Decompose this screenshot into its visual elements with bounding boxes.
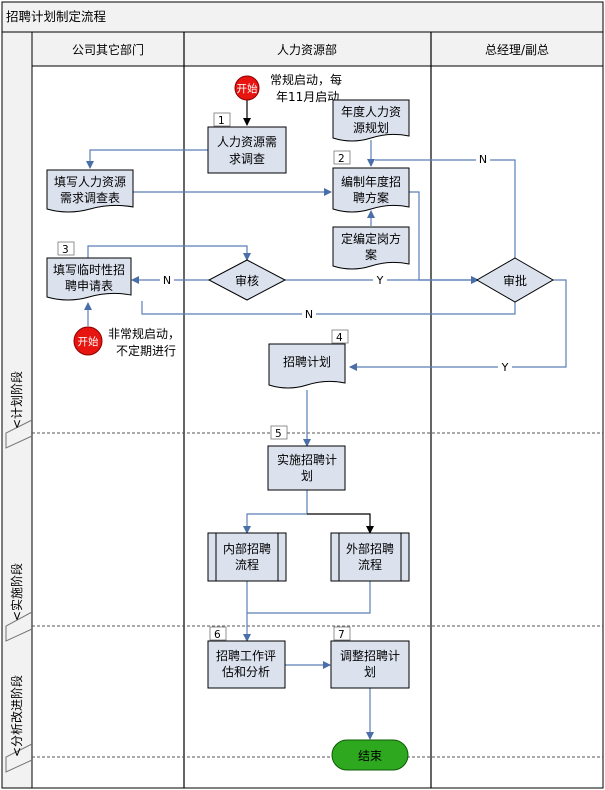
document-annual-recruit-plan: [332, 167, 410, 213]
start-main-note-1: 常规启动，每: [270, 72, 342, 87]
external-line1: 外部招聘: [346, 541, 394, 556]
subprocess-external: [330, 532, 410, 582]
box7-line1: 调整招聘计: [340, 648, 400, 663]
step-number-5: [270, 425, 288, 440]
step-number-2: [333, 150, 351, 165]
decision-approve-label: 审批: [503, 273, 527, 288]
end-node-label: 结束: [358, 749, 382, 763]
column-header-other-depts: 公司其它部门: [72, 42, 144, 57]
box3-line1: 填写临时性招: [53, 263, 125, 277]
document-post-plan: [332, 226, 410, 270]
column-header-hr: 人力资源部: [277, 42, 337, 57]
step-number-2-text: 2: [338, 153, 345, 165]
phase-chevron-3: [5, 743, 33, 773]
survey-doc-line2: 需求调查表: [60, 191, 120, 205]
box6-line1: 招聘工作评: [216, 649, 276, 663]
step-number-6-text: 6: [214, 629, 221, 641]
edge-1-to-survey: [86, 149, 208, 169]
phase-label-analyze: <分析改进阶段: [9, 675, 24, 757]
step-number-5-text: 5: [275, 428, 282, 440]
edge-approve-n-to-2: [375, 159, 516, 258]
document-recruit-plan: [268, 343, 346, 389]
box4-label: 招聘计划: [283, 355, 331, 369]
phase-label-plan: <计划阶段: [9, 371, 24, 429]
subprocess-internal: [207, 532, 287, 582]
edge-3-to-review: [87, 245, 251, 261]
box5-line1: 实施招聘计: [277, 452, 337, 467]
decision-review: [207, 259, 287, 301]
start-node-side-label: 开始: [78, 335, 99, 348]
document-survey-form: [46, 169, 134, 213]
phase-strip: [1, 31, 33, 789]
internal-line2: 流程: [235, 557, 259, 572]
step-number-6: [209, 626, 227, 641]
box1-line2: 求调查: [229, 152, 265, 166]
edge-label-n-approve-back: N: [305, 308, 313, 321]
step-number-4-text: 4: [336, 332, 343, 344]
edge-label-n-review: N: [163, 274, 171, 287]
label-bg-n-approve-back: [302, 307, 316, 321]
box1-line1: 人力资源需: [217, 135, 277, 149]
post-plan-line1: 定编定岗方: [341, 231, 401, 246]
process-box-adjust: [330, 640, 410, 689]
step-number-4: [331, 329, 349, 344]
process-box-demand-survey: [207, 126, 287, 174]
box6-line2: 估和分析: [222, 665, 270, 679]
survey-doc-line1: 填写人力资源: [54, 175, 126, 189]
phase-chevron-1: [5, 419, 33, 449]
column-header-row: [31, 31, 604, 67]
internal-line1: 内部招聘: [223, 541, 271, 556]
step-number-7-text: 7: [338, 629, 345, 641]
phase-chevron-2: [5, 611, 33, 642]
edge-approve-n-to-3: [141, 301, 516, 315]
label-bg-n-review: [160, 273, 174, 287]
step-number-3: [57, 241, 75, 256]
annual-doc-line1: 年度人力资: [341, 104, 401, 119]
process-box-evaluate: [207, 640, 286, 689]
decision-approve: [476, 257, 554, 303]
box5-line2: 划: [301, 469, 313, 483]
box7-line2: 划: [364, 665, 376, 679]
start-side-note-1: 非常规启动，: [108, 326, 180, 341]
edge-5-to-external: [307, 513, 374, 534]
label-bg-y-approve: [498, 360, 512, 374]
document-temp-request: [46, 257, 132, 301]
decision-review-label: 审核: [235, 273, 259, 288]
start-node-main-label: 开始: [237, 82, 258, 95]
edge-label-y-approve: Y: [501, 361, 509, 374]
start-main-note-2: 年11月启动: [276, 90, 339, 104]
phase-label-implement: <实施阶段: [9, 563, 24, 621]
edge-5-to-internal: [243, 490, 308, 534]
step-number-1: [213, 112, 231, 127]
label-bg-n-approve-top: [476, 152, 490, 166]
step-number-1-text: 1: [218, 115, 225, 127]
box3-line2: 聘申请表: [65, 279, 113, 293]
process-box-implement: [267, 445, 346, 491]
box2-line1: 编制年度招: [341, 174, 401, 189]
edge-external-merge: [247, 581, 371, 614]
diagram-title: 招聘计划制定流程: [6, 9, 107, 24]
title-bar: [1, 1, 604, 33]
document-annual-plan: [332, 99, 410, 142]
post-plan-line2: 案: [365, 247, 377, 262]
annual-doc-line2: 源规划: [353, 120, 389, 135]
start-node-main: [234, 75, 260, 101]
start-side-note-2: 不定期进行: [116, 343, 176, 358]
edge-approve-y-to-4: [349, 279, 567, 371]
box2-line2: 聘方案: [353, 190, 389, 205]
start-node-side: [73, 326, 103, 356]
step-number-3-text: 3: [62, 244, 69, 256]
step-number-7: [333, 626, 351, 641]
label-bg-y-review: [373, 273, 387, 287]
edge-label-n-approve-top: N: [479, 153, 487, 166]
edge-label-y-review: Y: [376, 274, 384, 287]
end-node: [331, 739, 409, 771]
external-line2: 流程: [358, 557, 382, 572]
column-header-gm: 总经理/副总: [485, 43, 549, 57]
